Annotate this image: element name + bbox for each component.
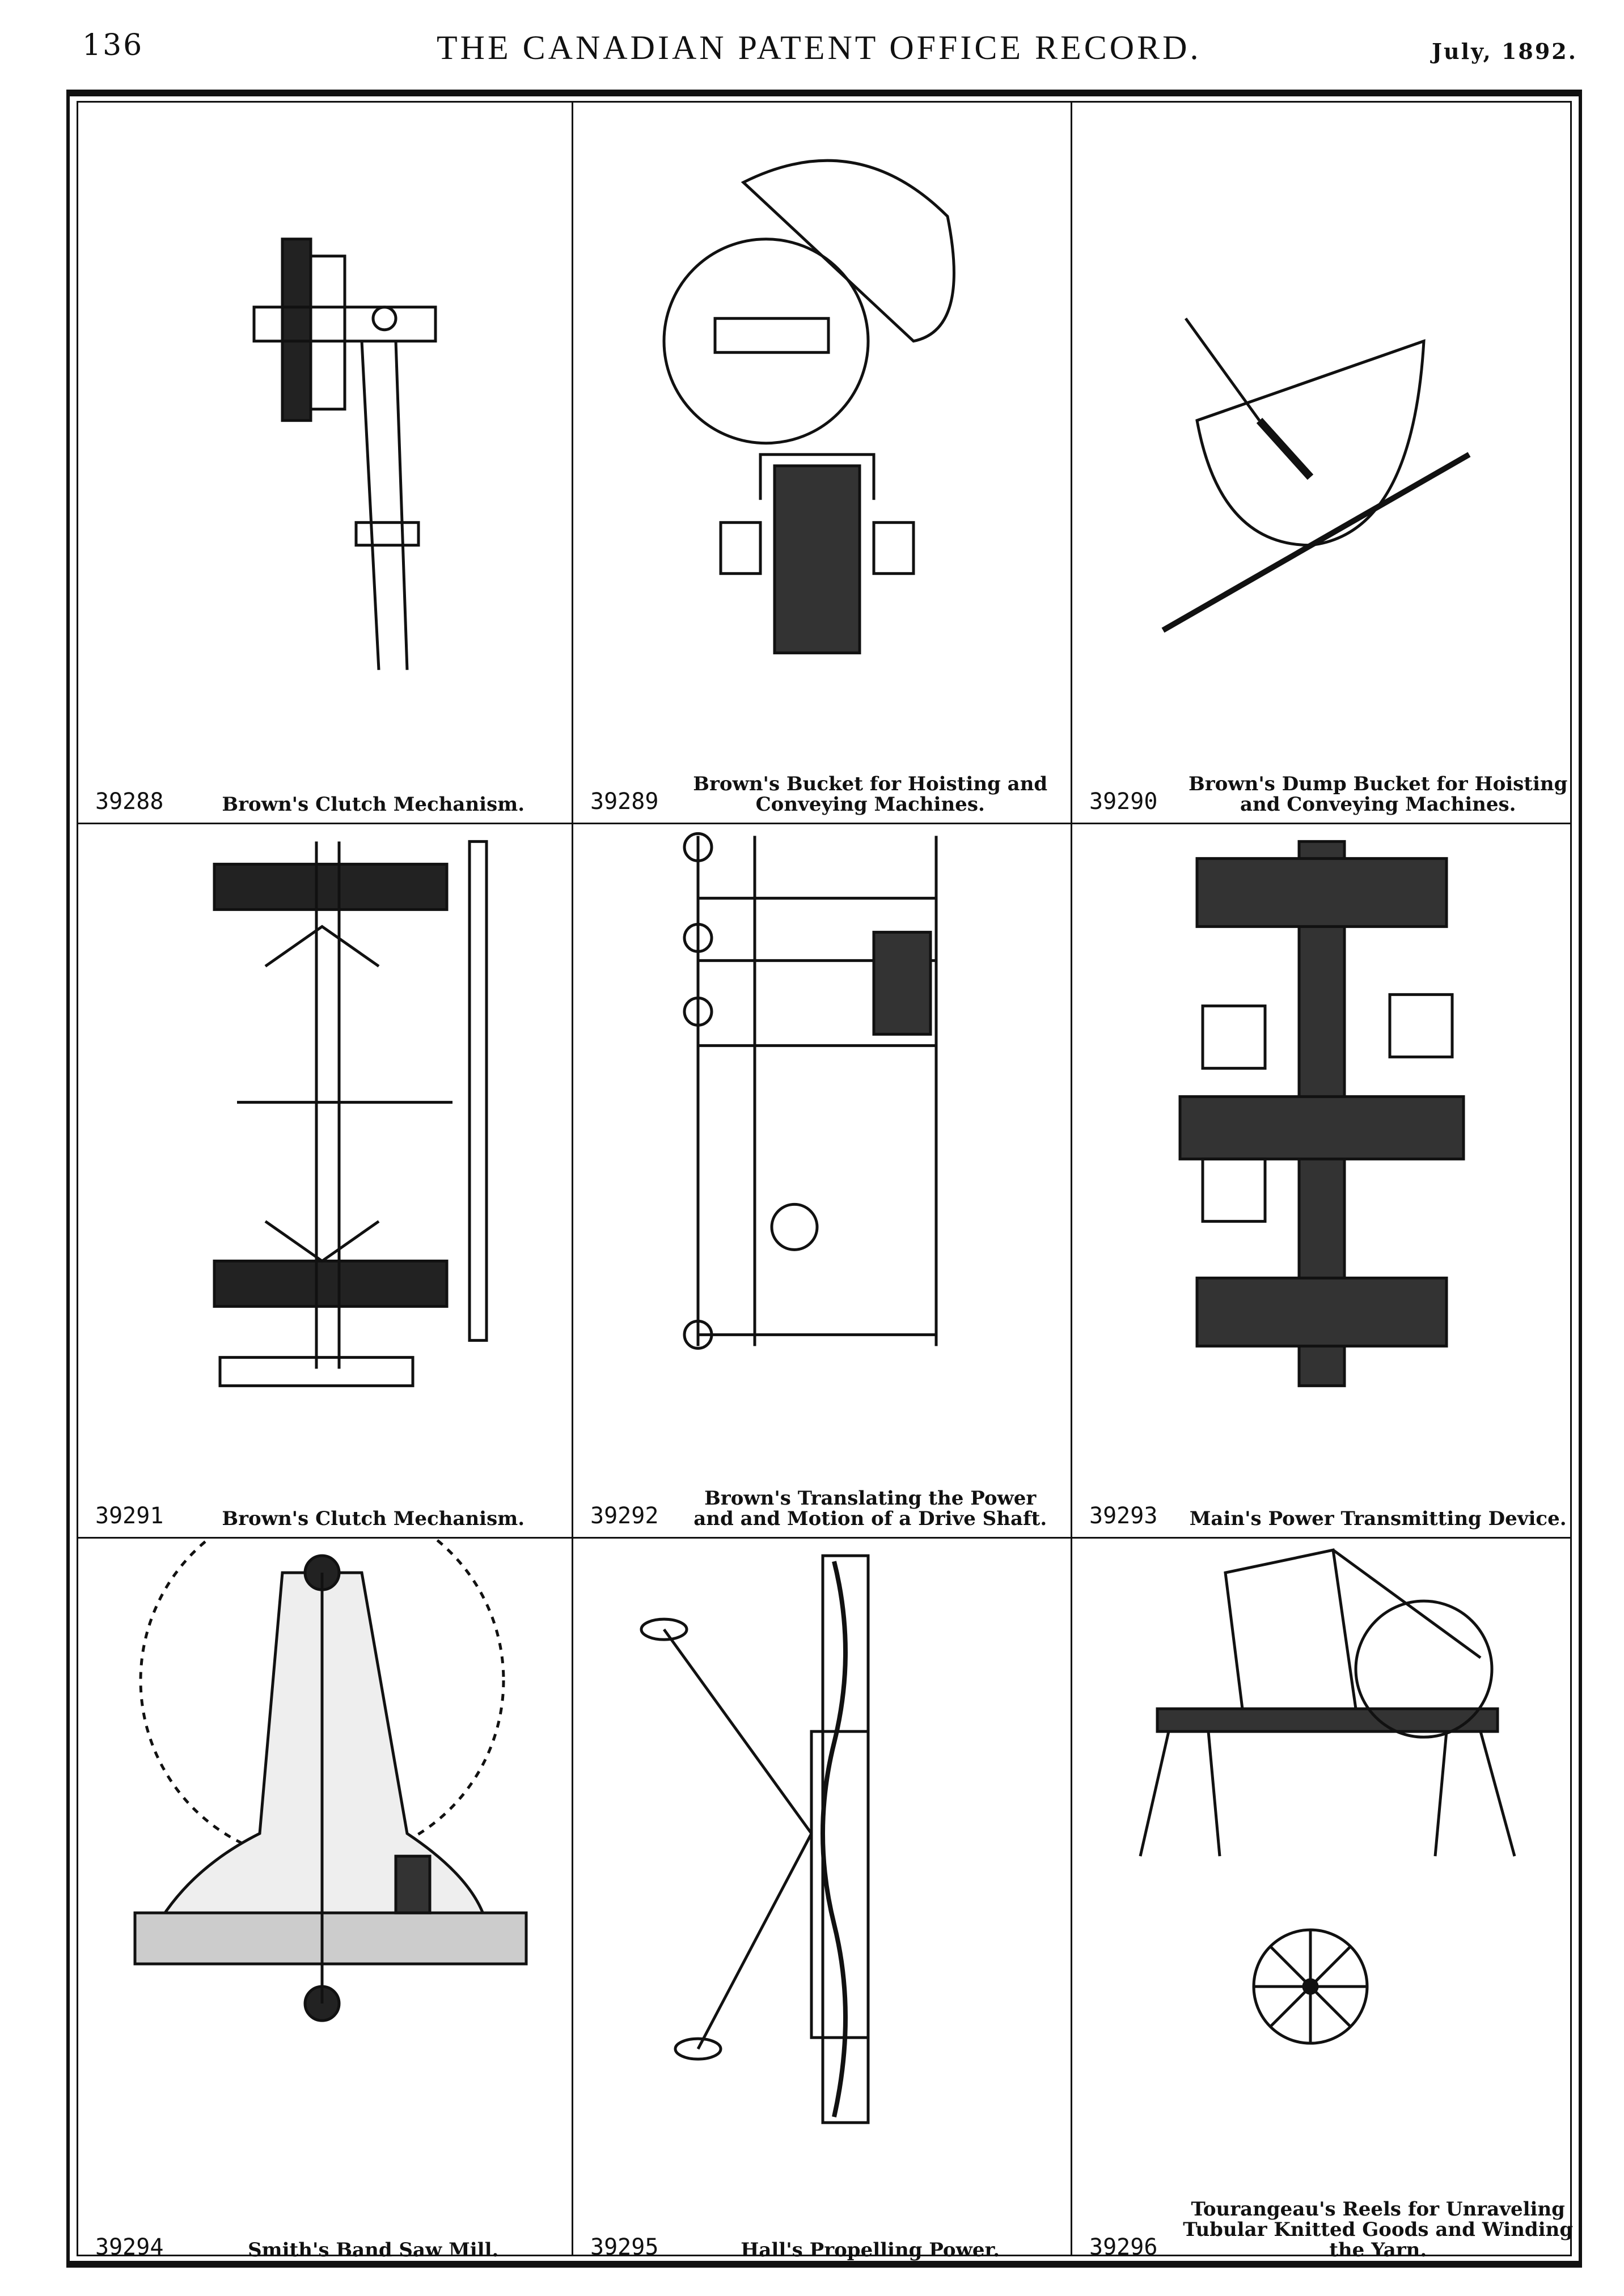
patent-cell: 39296 Tourangeau's Reels for Unraveling T… [1072, 1539, 1587, 2268]
reels-drawing [1139, 1548, 1516, 2045]
patent-cell: 39293 Main's Power Transmitting Device. [1072, 824, 1587, 1537]
patent-cell: 39288 Brown's Clutch Mechanism. [78, 103, 572, 823]
row-divider [78, 823, 1570, 824]
power-transmitting-device-drawing [1178, 840, 1465, 1387]
page-number: 136 [82, 28, 144, 62]
patent-title: Main's Power Transmitting Device. [1189, 1507, 1567, 1530]
patent-cell: 39290 Brown's Dump Bucket for Hoisting an… [1072, 103, 1587, 823]
patent-number: 39291 [95, 1503, 164, 1529]
patent-title: Brown's Translating the Power and and Mo… [693, 1487, 1047, 1530]
patent-number: 39288 [95, 789, 164, 815]
patent-cell: 39291 Brown's Clutch Mechanism. [78, 824, 572, 1537]
publication-title: THE CANADIAN PATENT OFFICE RECORD. [437, 29, 1202, 66]
patent-title: Hall's Propelling Power. [741, 2239, 1000, 2261]
patent-number: 39289 [590, 789, 659, 815]
propelling-power-drawing [640, 1554, 870, 2124]
patent-number: 39292 [590, 1503, 659, 1529]
patent-cell: 39289 Brown's Bucket for Hoisting and Con… [573, 103, 1071, 823]
dump-bucket-drawing [1161, 317, 1471, 633]
patent-number: 39296 [1089, 2234, 1158, 2260]
patent-title: Brown's Clutch Mechanism. [222, 793, 525, 816]
patent-title: Brown's Clutch Mechanism. [222, 1507, 525, 1530]
drive-shaft-drawing [683, 832, 938, 1350]
patent-cell: 39292 Brown's Translating the Power and a… [573, 824, 1071, 1537]
patent-number: 39293 [1089, 1503, 1158, 1529]
patent-title: Brown's Dump Bucket for Hoisting and Con… [1189, 773, 1568, 816]
clutch-mechanism-drawing [213, 840, 488, 1387]
band-saw-mill-drawing [133, 1539, 528, 2022]
column-divider [572, 103, 573, 2255]
patent-cell: 39294 Smith's Band Saw Mill. [78, 1539, 572, 2268]
issue-date: July, 1892. [1432, 39, 1578, 64]
column-divider [1071, 103, 1072, 2255]
patent-title: Tourangeau's Reels for Unraveling Tubula… [1183, 2198, 1574, 2261]
row-divider [78, 1537, 1570, 1539]
patent-title: Brown's Bucket for Hoisting and Conveyin… [693, 773, 1048, 816]
patent-number: 39295 [590, 2234, 659, 2260]
patent-number: 39290 [1089, 789, 1158, 815]
hoisting-bucket-drawing [662, 159, 955, 655]
patent-title: Smith's Band Saw Mill. [248, 2239, 499, 2261]
patent-number: 39294 [95, 2234, 164, 2260]
clutch-mechanism-drawing [252, 238, 437, 670]
patent-cell: 39295 Hall's Propelling Power. [573, 1539, 1071, 2268]
